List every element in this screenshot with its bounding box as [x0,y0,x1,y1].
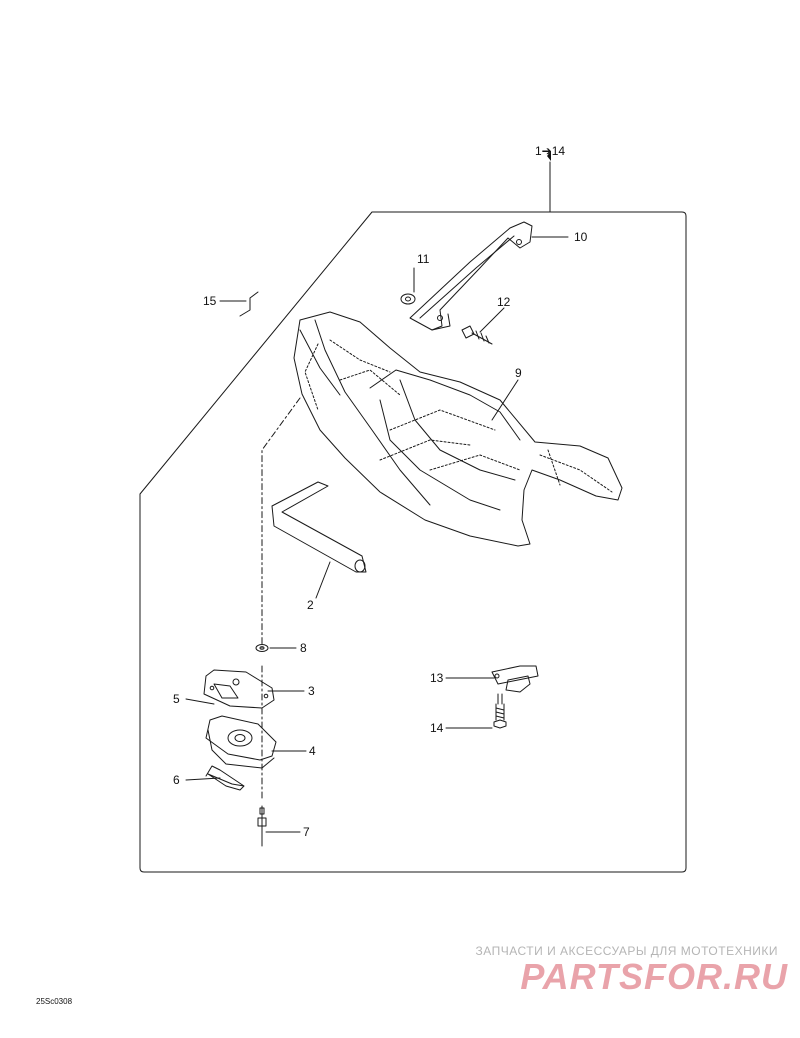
rod-part [271,481,367,573]
callout-7: 7 [303,825,310,839]
spring-clip-part [205,765,245,791]
callout-6: 6 [173,773,180,787]
callout-12: 12 [497,295,511,309]
assembly-frame [139,211,687,873]
drawing-code: 25Sc0308 [36,997,73,1006]
callout-3: 3 [308,684,315,698]
washer-part [255,644,269,652]
nut-part [400,293,416,305]
center-line [261,397,301,801]
bracket-mark-15 [239,291,259,317]
callout-9: 9 [515,366,522,380]
callout-2: 2 [307,598,314,612]
seat-part [293,311,623,547]
callout-14: 14 [430,721,444,735]
assembly-arrow [547,151,551,161]
latch-base-part [205,715,277,769]
callout-5: 5 [173,692,180,706]
bracket-part [491,665,539,693]
assembly-range-label: 1➔14 [535,144,565,158]
screw-part [461,325,493,345]
callout-15: 15 [203,294,217,308]
bolt-part [493,693,507,729]
grab-handle-part [409,221,533,331]
callout-4: 4 [309,744,316,758]
rivet-part [257,805,267,847]
callout-13: 13 [430,671,444,685]
watermark-tagline: ЗАПЧАСТИ И АКСЕССУАРЫ ДЛЯ МОТОТЕХНИКИ [475,944,778,958]
callout-11: 11 [417,252,430,266]
latch-plate-part [203,669,275,709]
callout-10: 10 [574,230,588,244]
callout-8: 8 [300,641,307,655]
watermark-logo: PARTSFOR.RU [520,956,788,997]
